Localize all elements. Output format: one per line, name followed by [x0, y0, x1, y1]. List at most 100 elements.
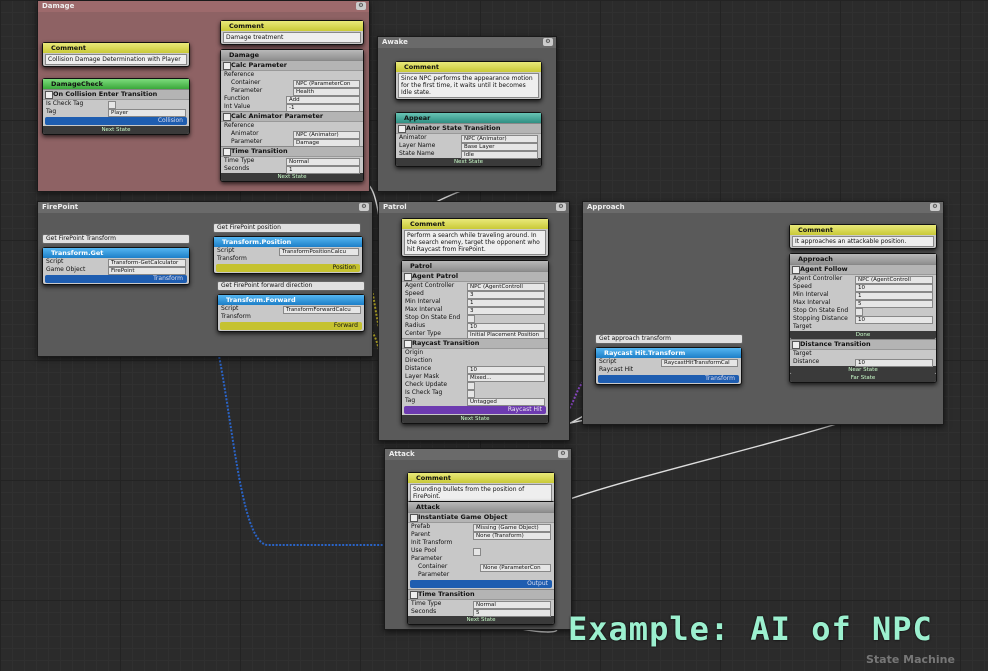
speed-field[interactable]: 10: [855, 283, 933, 292]
comment-awake[interactable]: Comment Since NPC performs the appearanc…: [395, 61, 542, 100]
gear-icon[interactable]: ⚙: [930, 203, 940, 211]
container-field[interactable]: NPC (ParameterCon: [293, 79, 360, 88]
max-interval-field[interactable]: 3: [467, 306, 545, 315]
parent-field[interactable]: None (Transform): [473, 531, 551, 540]
section-time-transition[interactable]: Time Transition: [221, 146, 363, 157]
state-damagecheck[interactable]: DamageCheck On Collision Enter Transitio…: [42, 78, 190, 135]
script-field[interactable]: RaycastHitTransformCal: [661, 358, 738, 367]
group-title: Damage: [38, 1, 369, 12]
comment-text[interactable]: Sounding bullets from the position of Fi…: [410, 484, 552, 502]
tag-dropdown[interactable]: Untagged: [467, 397, 545, 406]
min-interval-field[interactable]: 1: [855, 291, 933, 300]
script-field[interactable]: TransformForwardCalcu: [283, 305, 361, 314]
time-type-dropdown[interactable]: Normal: [286, 157, 360, 166]
prefab-field[interactable]: Missing (Game Object): [473, 523, 551, 532]
game-object-field[interactable]: FirePoint: [108, 266, 186, 275]
agent-controller-field[interactable]: NPC (AgentControll: [855, 275, 933, 284]
stopping-distance-field[interactable]: 10: [855, 315, 933, 324]
section-calc-parameter[interactable]: Calc Parameter: [221, 60, 363, 71]
speed-field[interactable]: 3: [467, 290, 545, 299]
function-dropdown[interactable]: Add: [286, 95, 360, 104]
state-field[interactable]: Idle: [461, 150, 538, 159]
section-distance-transition[interactable]: Distance Transition: [790, 339, 936, 350]
time-type-dropdown[interactable]: Normal: [473, 600, 551, 609]
state-appear[interactable]: Appear Animator State Transition Animato…: [395, 112, 542, 167]
gear-icon[interactable]: ⚙: [556, 203, 566, 211]
transform-output[interactable]: Transform: [598, 375, 739, 383]
section-raycast-transition[interactable]: Raycast Transition: [402, 338, 548, 349]
gear-icon[interactable]: ⚙: [356, 2, 366, 10]
max-interval-field[interactable]: 5: [855, 299, 933, 308]
section-animator-state-transition[interactable]: Animator State Transition: [396, 123, 541, 134]
container-field[interactable]: None (ParameterCon: [480, 563, 551, 572]
comment-text[interactable]: Since NPC performs the appearance motion…: [398, 73, 539, 98]
section-time-transition[interactable]: Time Transition: [408, 589, 554, 600]
next-state-port[interactable]: Next State: [402, 415, 548, 423]
output-port[interactable]: Output: [410, 580, 552, 588]
comment-text[interactable]: It approaches an attackable position.: [792, 236, 934, 247]
position-output[interactable]: Position: [216, 264, 360, 272]
next-state-port[interactable]: Next State: [408, 616, 554, 624]
checkbox[interactable]: [855, 307, 863, 316]
comment-attack[interactable]: Comment Sounding bullets from the positi…: [407, 472, 555, 504]
script-field[interactable]: TransformPositionCalcu: [279, 247, 359, 256]
near-state-port[interactable]: Near State: [790, 366, 936, 374]
done-port[interactable]: Done: [790, 331, 936, 339]
section-agent-follow[interactable]: Agent Follow: [790, 264, 936, 275]
animator-field[interactable]: NPC (Animator): [461, 134, 538, 143]
comment-text[interactable]: Collision Damage Determination with Play…: [45, 54, 187, 65]
parameter-field[interactable]: Health: [293, 87, 360, 96]
label-get-firepoint-forward[interactable]: Get FirePoint forward direction: [217, 281, 365, 291]
next-state-port[interactable]: Next State: [221, 173, 363, 181]
label-get-firepoint-transform[interactable]: Get FirePoint Transform: [42, 234, 190, 244]
layer-field[interactable]: Base Layer: [461, 142, 538, 151]
section-calc-animator[interactable]: Calc Animator Parameter: [221, 111, 363, 122]
tag-dropdown[interactable]: Player: [108, 108, 186, 117]
checkbox[interactable]: [467, 389, 475, 398]
next-state-port[interactable]: Next State: [43, 126, 189, 134]
checkbox[interactable]: [467, 381, 475, 390]
comment-text[interactable]: Perform a search while traveling around.…: [404, 230, 546, 255]
min-interval-field[interactable]: 1: [467, 298, 545, 307]
seconds-field[interactable]: 5: [473, 608, 551, 617]
agent-controller-field[interactable]: NPC (AgentControll: [467, 282, 545, 291]
script-field[interactable]: Transform-GetCalculator: [108, 258, 186, 267]
checkbox[interactable]: [108, 100, 116, 109]
label-get-approach-transform[interactable]: Get approach transform: [595, 334, 743, 344]
checkbox[interactable]: [467, 314, 475, 323]
section-collision[interactable]: On Collision Enter Transition: [43, 89, 189, 100]
radius-field[interactable]: 10: [467, 322, 545, 331]
checkbox[interactable]: [473, 547, 481, 556]
comment-text[interactable]: Damage treatment: [223, 32, 361, 43]
animator-field[interactable]: NPC (Animator): [293, 130, 360, 139]
section-instantiate[interactable]: Instantiate Game Object: [408, 512, 554, 523]
section-agent-patrol[interactable]: Agent Patrol: [402, 271, 548, 282]
comment-collision[interactable]: Comment Collision Damage Determination w…: [42, 42, 190, 67]
next-state-port[interactable]: Next State: [396, 158, 541, 166]
distance-field[interactable]: 10: [855, 358, 933, 367]
label-get-firepoint-position[interactable]: Get FirePoint position: [213, 223, 361, 233]
distance-field[interactable]: 10: [467, 365, 545, 374]
raycast-hit-output[interactable]: Raycast Hit: [404, 406, 546, 414]
gear-icon[interactable]: ⚙: [543, 38, 553, 46]
seconds-field[interactable]: 1: [286, 165, 360, 174]
transform-output[interactable]: Transform: [45, 275, 187, 283]
layer-mask-dropdown[interactable]: Mixed...: [467, 373, 545, 382]
comment-patrol[interactable]: Comment Perform a search while traveling…: [401, 218, 549, 257]
comment-approach[interactable]: Comment It approaches an attackable posi…: [789, 224, 937, 249]
gear-icon[interactable]: ⚙: [359, 203, 369, 211]
gear-icon[interactable]: ⚙: [558, 450, 568, 458]
state-damage[interactable]: Damage Calc Parameter Reference Containe…: [220, 49, 364, 182]
far-state-port[interactable]: Far State: [790, 374, 936, 382]
collision-output[interactable]: Collision: [45, 117, 187, 125]
forward-output[interactable]: Forward: [220, 322, 362, 330]
comment-damage[interactable]: Comment Damage treatment: [220, 20, 364, 45]
